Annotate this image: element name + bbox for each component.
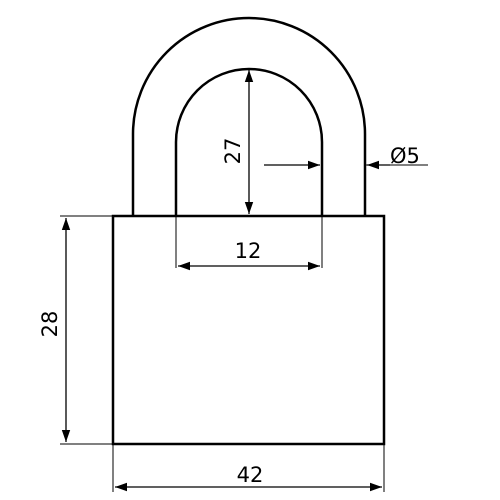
label-shackle-diameter: Ø5 [390, 144, 420, 168]
label-shackle-inner-height: 27 [221, 138, 245, 165]
dimension-lines [61, 70, 390, 492]
shackle-outer-outline [131, 16, 367, 216]
label-shackle-inner-width: 12 [235, 239, 262, 263]
label-body-width: 42 [237, 463, 264, 487]
padlock-body [111, 214, 386, 446]
padlock-shackle [131, 16, 367, 216]
shackle-inner-outline [174, 67, 324, 216]
label-body-height: 28 [38, 311, 62, 338]
extension-lines [60, 164, 428, 492]
